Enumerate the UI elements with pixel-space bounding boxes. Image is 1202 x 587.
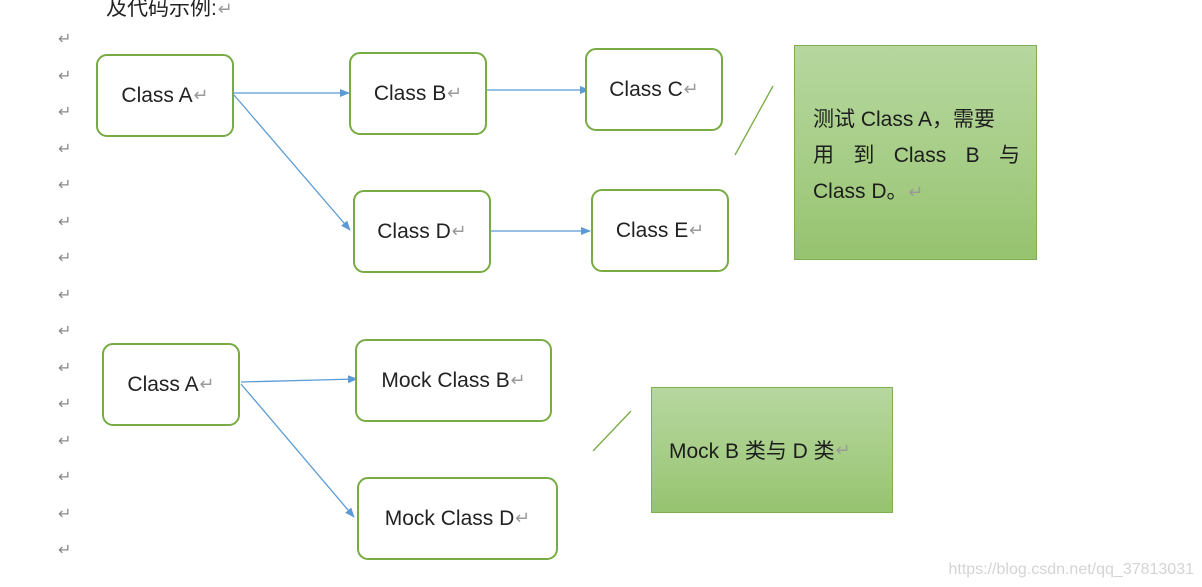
note-text: Mock B 类与 D 类 xyxy=(669,440,835,463)
note-line-1: 测试 Class A，需要 xyxy=(813,102,1020,138)
paragraph-mark: ↵ xyxy=(58,542,72,559)
paragraph-mark: ↵ xyxy=(58,67,72,85)
node-label: Class E xyxy=(615,218,689,242)
return-mark: ↵ xyxy=(451,221,467,241)
return-mark: ↵ xyxy=(835,439,851,460)
paragraph-mark: ↵ xyxy=(58,396,72,413)
paragraph-mark: ↵ xyxy=(58,213,72,231)
note-word: Class xyxy=(893,144,947,167)
arrow-a-to-mock-b xyxy=(240,375,358,384)
section-heading: 及代码示例:↵ xyxy=(106,0,233,22)
note-mock-b-d: Mock B 类与 D 类↵ xyxy=(651,387,893,513)
paragraph-mark: ↵ xyxy=(58,31,72,48)
note-word: 到 xyxy=(853,144,875,167)
watermark: https://blog.csdn.net/qq_37813031 xyxy=(948,561,1194,578)
node-class-c: Class C↵ xyxy=(585,48,723,131)
paragraph-mark: ↵ xyxy=(58,323,72,340)
return-mark: ↵ xyxy=(683,79,699,99)
return-mark: ↵ xyxy=(908,182,924,202)
node-class-d: Class D↵ xyxy=(353,190,491,273)
return-mark: ↵ xyxy=(510,370,526,390)
node-mock-class-d: Mock Class D↵ xyxy=(357,477,558,560)
paragraph-mark: ↵ xyxy=(58,177,72,194)
return-mark: ↵ xyxy=(193,85,209,105)
node-mock-class-b: Mock Class B↵ xyxy=(355,339,552,422)
heading-text: 及代码示例: xyxy=(106,0,217,20)
paragraph-mark: ↵ xyxy=(58,469,72,486)
note-word: 用 xyxy=(813,144,834,167)
node-class-e: Class E↵ xyxy=(591,189,729,272)
node-label: Class A xyxy=(121,83,193,107)
return-mark: ↵ xyxy=(199,374,215,394)
node-class-b: Class B↵ xyxy=(349,52,487,135)
node-label: Class C xyxy=(609,77,683,101)
arrow-a-to-mock-d xyxy=(240,383,355,518)
return-mark: ↵ xyxy=(217,0,233,19)
node-class-a-bottom: Class A↵ xyxy=(102,343,240,426)
paragraph-mark: ↵ xyxy=(58,140,72,158)
note-test-class-a: 测试 Class A，需要 用 到 Class B 与 Class D。↵ xyxy=(794,45,1037,260)
paragraph-mark: ↵ xyxy=(58,250,72,267)
note-text: Class D。 xyxy=(813,180,908,203)
note-text: 测试 Class A，需要 xyxy=(813,108,996,131)
node-label: Mock Class B xyxy=(381,368,510,392)
note-line-3: Class D。↵ xyxy=(813,174,1020,210)
node-label: Class D xyxy=(377,219,451,243)
return-mark: ↵ xyxy=(447,83,463,103)
note-line-2: 用 到 Class B 与 xyxy=(813,138,1020,174)
note-word: 与 xyxy=(998,144,1020,167)
paragraph-mark: ↵ xyxy=(58,359,72,377)
paragraph-mark: ↵ xyxy=(58,104,72,121)
node-label: Mock Class D xyxy=(384,506,515,530)
node-label: Class B xyxy=(373,81,447,105)
arrow-a-to-d xyxy=(233,94,351,231)
paragraph-mark: ↵ xyxy=(58,432,72,450)
node-label: Class A xyxy=(127,372,199,396)
note-word: B xyxy=(965,144,980,167)
callout-line-top xyxy=(734,85,774,156)
node-class-a-top: Class A↵ xyxy=(96,54,234,137)
paragraph-mark: ↵ xyxy=(58,505,72,523)
paragraph-mark: ↵ xyxy=(58,286,72,304)
return-mark: ↵ xyxy=(689,220,705,240)
callout-line-bottom xyxy=(592,410,632,452)
return-mark: ↵ xyxy=(515,508,531,528)
